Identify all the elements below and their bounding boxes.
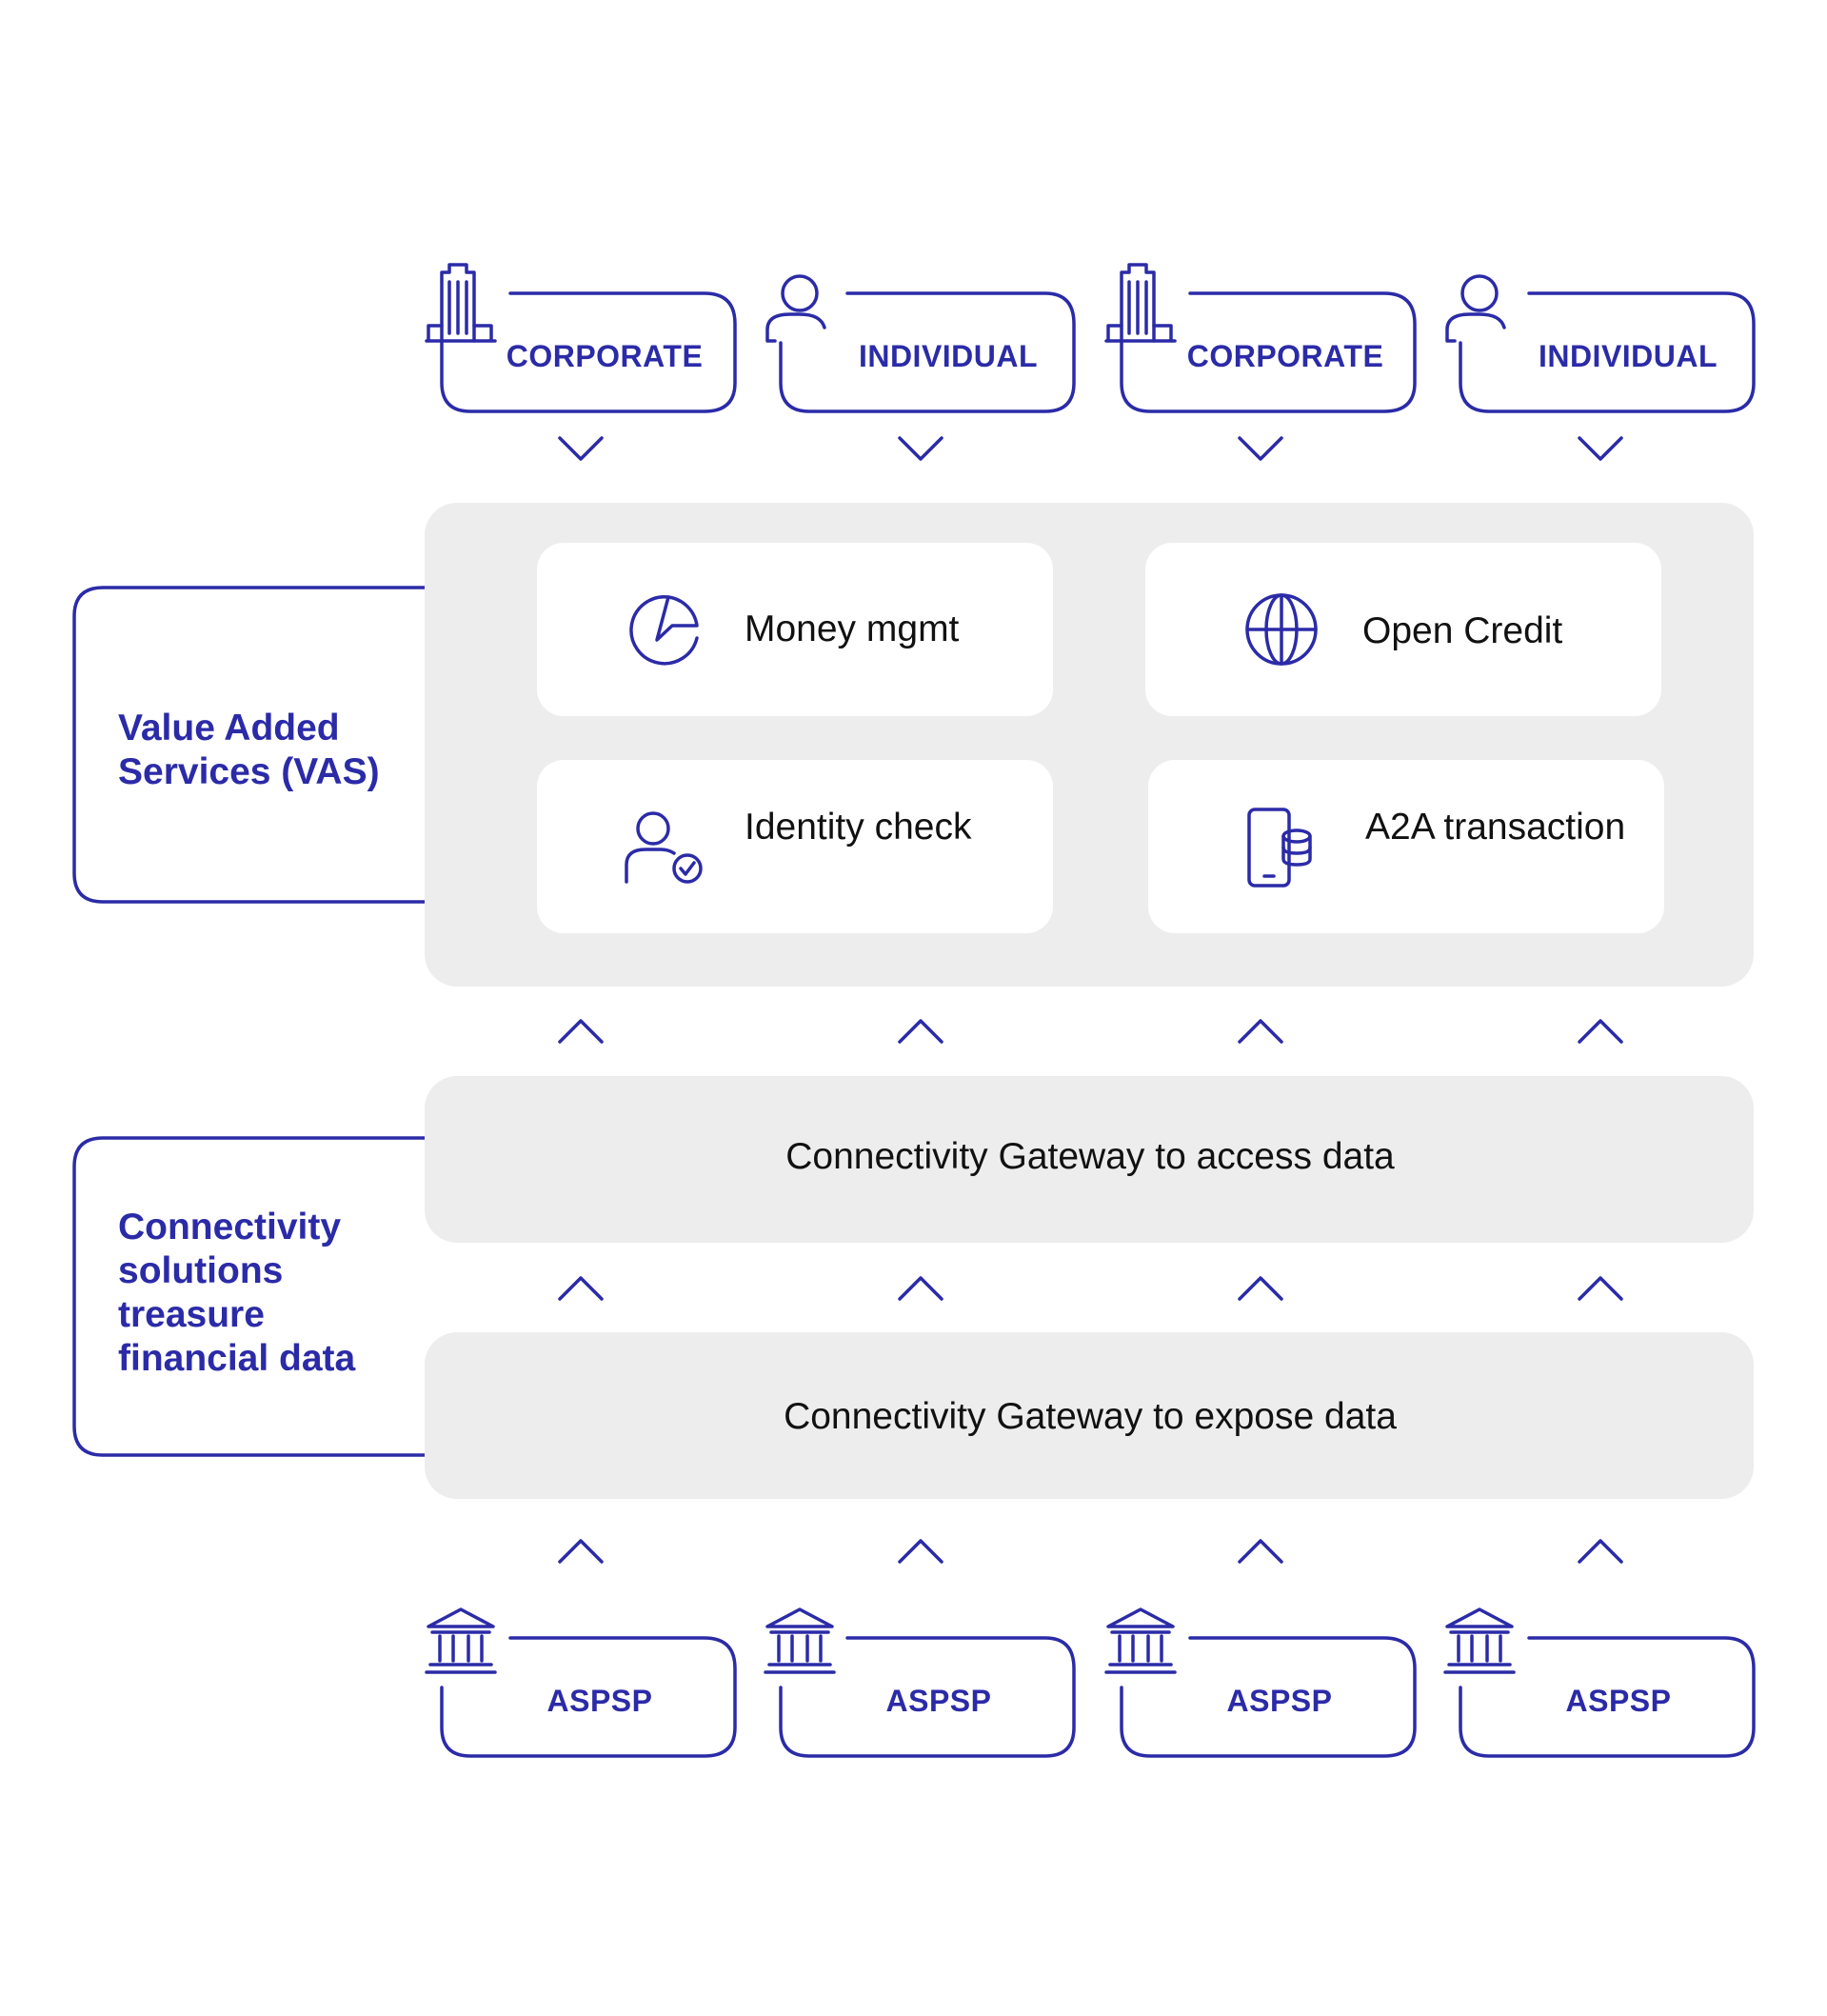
pie-chart-icon (629, 595, 699, 666)
actor-label-corporate-2: CORPORATE (1186, 339, 1384, 373)
gateway-access-label: Connectivity Gateway to access data (785, 1136, 1395, 1177)
chevrons-up-row-3 (558, 1539, 1623, 1564)
user-check-icon (625, 811, 703, 884)
gateway-access-panel (425, 1076, 1754, 1243)
actor-label-individual-2: INDIVIDUAL (1538, 339, 1718, 373)
gateway-expose-panel (425, 1332, 1754, 1499)
service-card-open-credit[interactable]: Open Credit (1145, 543, 1661, 716)
bank-label-1: ASPSP (546, 1684, 653, 1718)
gateway-expose-label: Connectivity Gateway to expose data (784, 1396, 1397, 1437)
mobile-coins-icon (1247, 808, 1312, 888)
bank-icon (764, 1607, 836, 1674)
actor-box-outlines (440, 291, 1756, 413)
chevrons-up-row-2 (558, 1276, 1623, 1301)
service-card-identity-check[interactable]: Identity check (537, 760, 1053, 933)
bank-icon (1443, 1607, 1516, 1674)
bank-label-4: ASPSP (1565, 1684, 1672, 1718)
bank-icon (1104, 1607, 1177, 1674)
service-label: A2A transaction (1365, 807, 1626, 848)
bank-box-outlines (440, 1636, 1756, 1758)
bank-label-2: ASPSP (885, 1684, 992, 1718)
chevrons-up-row-1 (558, 1019, 1623, 1044)
service-label: Money mgmt (745, 609, 960, 649)
building-icon (1104, 263, 1177, 343)
service-label: Identity check (745, 807, 972, 848)
chevrons-down (558, 436, 1623, 461)
bank-icon (425, 1607, 497, 1674)
connectivity-side-label: Connectivity solutions treasure financia… (118, 1207, 356, 1379)
bank-label-3: ASPSP (1226, 1684, 1333, 1718)
service-label: Open Credit (1362, 610, 1563, 651)
person-icon (1445, 274, 1506, 343)
actor-label-corporate-1: CORPORATE (506, 339, 704, 373)
globe-icon (1245, 593, 1318, 666)
connectivity-bracket (72, 1136, 427, 1457)
building-icon (425, 263, 497, 343)
service-card-money-mgmt[interactable]: Money mgmt (537, 543, 1053, 716)
person-icon (765, 274, 826, 343)
vas-side-label: Value Added Services (VAS) (118, 708, 380, 792)
actor-label-individual-1: INDIVIDUAL (858, 339, 1039, 373)
vas-bracket (72, 586, 427, 904)
service-card-a2a-transaction[interactable]: A2A transaction (1148, 760, 1664, 933)
